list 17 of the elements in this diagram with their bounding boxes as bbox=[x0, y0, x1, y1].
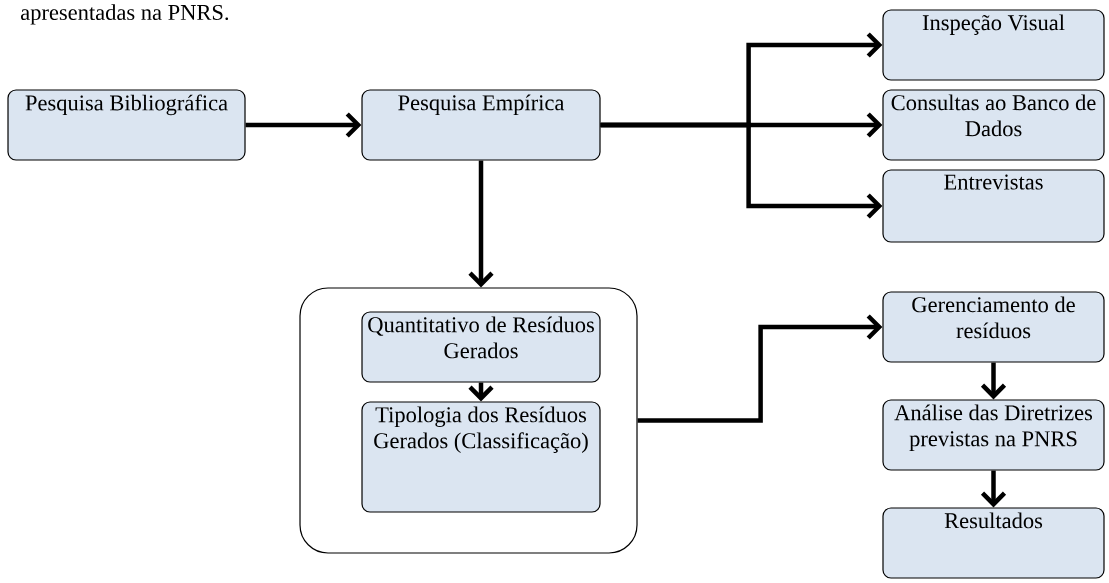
arrow bbox=[637, 314, 883, 423]
process-box: Entrevistas bbox=[882, 169, 1105, 243]
process-box: Gerenciamento de resíduos bbox=[882, 291, 1105, 363]
process-box: Análise das Diretrizes previstas na PNRS bbox=[882, 399, 1105, 471]
process-box: Quantitativo de Resíduos Gerados bbox=[361, 311, 601, 383]
arrow bbox=[468, 160, 494, 288]
process-box: Inspeção Visual bbox=[882, 9, 1105, 81]
process-box: Consultas ao Banco de Dados bbox=[882, 89, 1105, 161]
process-box: Tipologia dos Resíduos Gerados (Classificação) bbox=[361, 401, 601, 513]
arrow bbox=[980, 362, 1007, 400]
process-box: Pesquisa Bibliográfica bbox=[7, 89, 246, 161]
process-box: Resultados bbox=[882, 507, 1105, 579]
note-text: apresentadas na PNRS. bbox=[21, 4, 229, 25]
process-box: Pesquisa Empírica bbox=[361, 89, 601, 161]
arrow bbox=[245, 112, 362, 138]
arrow bbox=[980, 470, 1007, 508]
arrow bbox=[600, 122, 883, 219]
